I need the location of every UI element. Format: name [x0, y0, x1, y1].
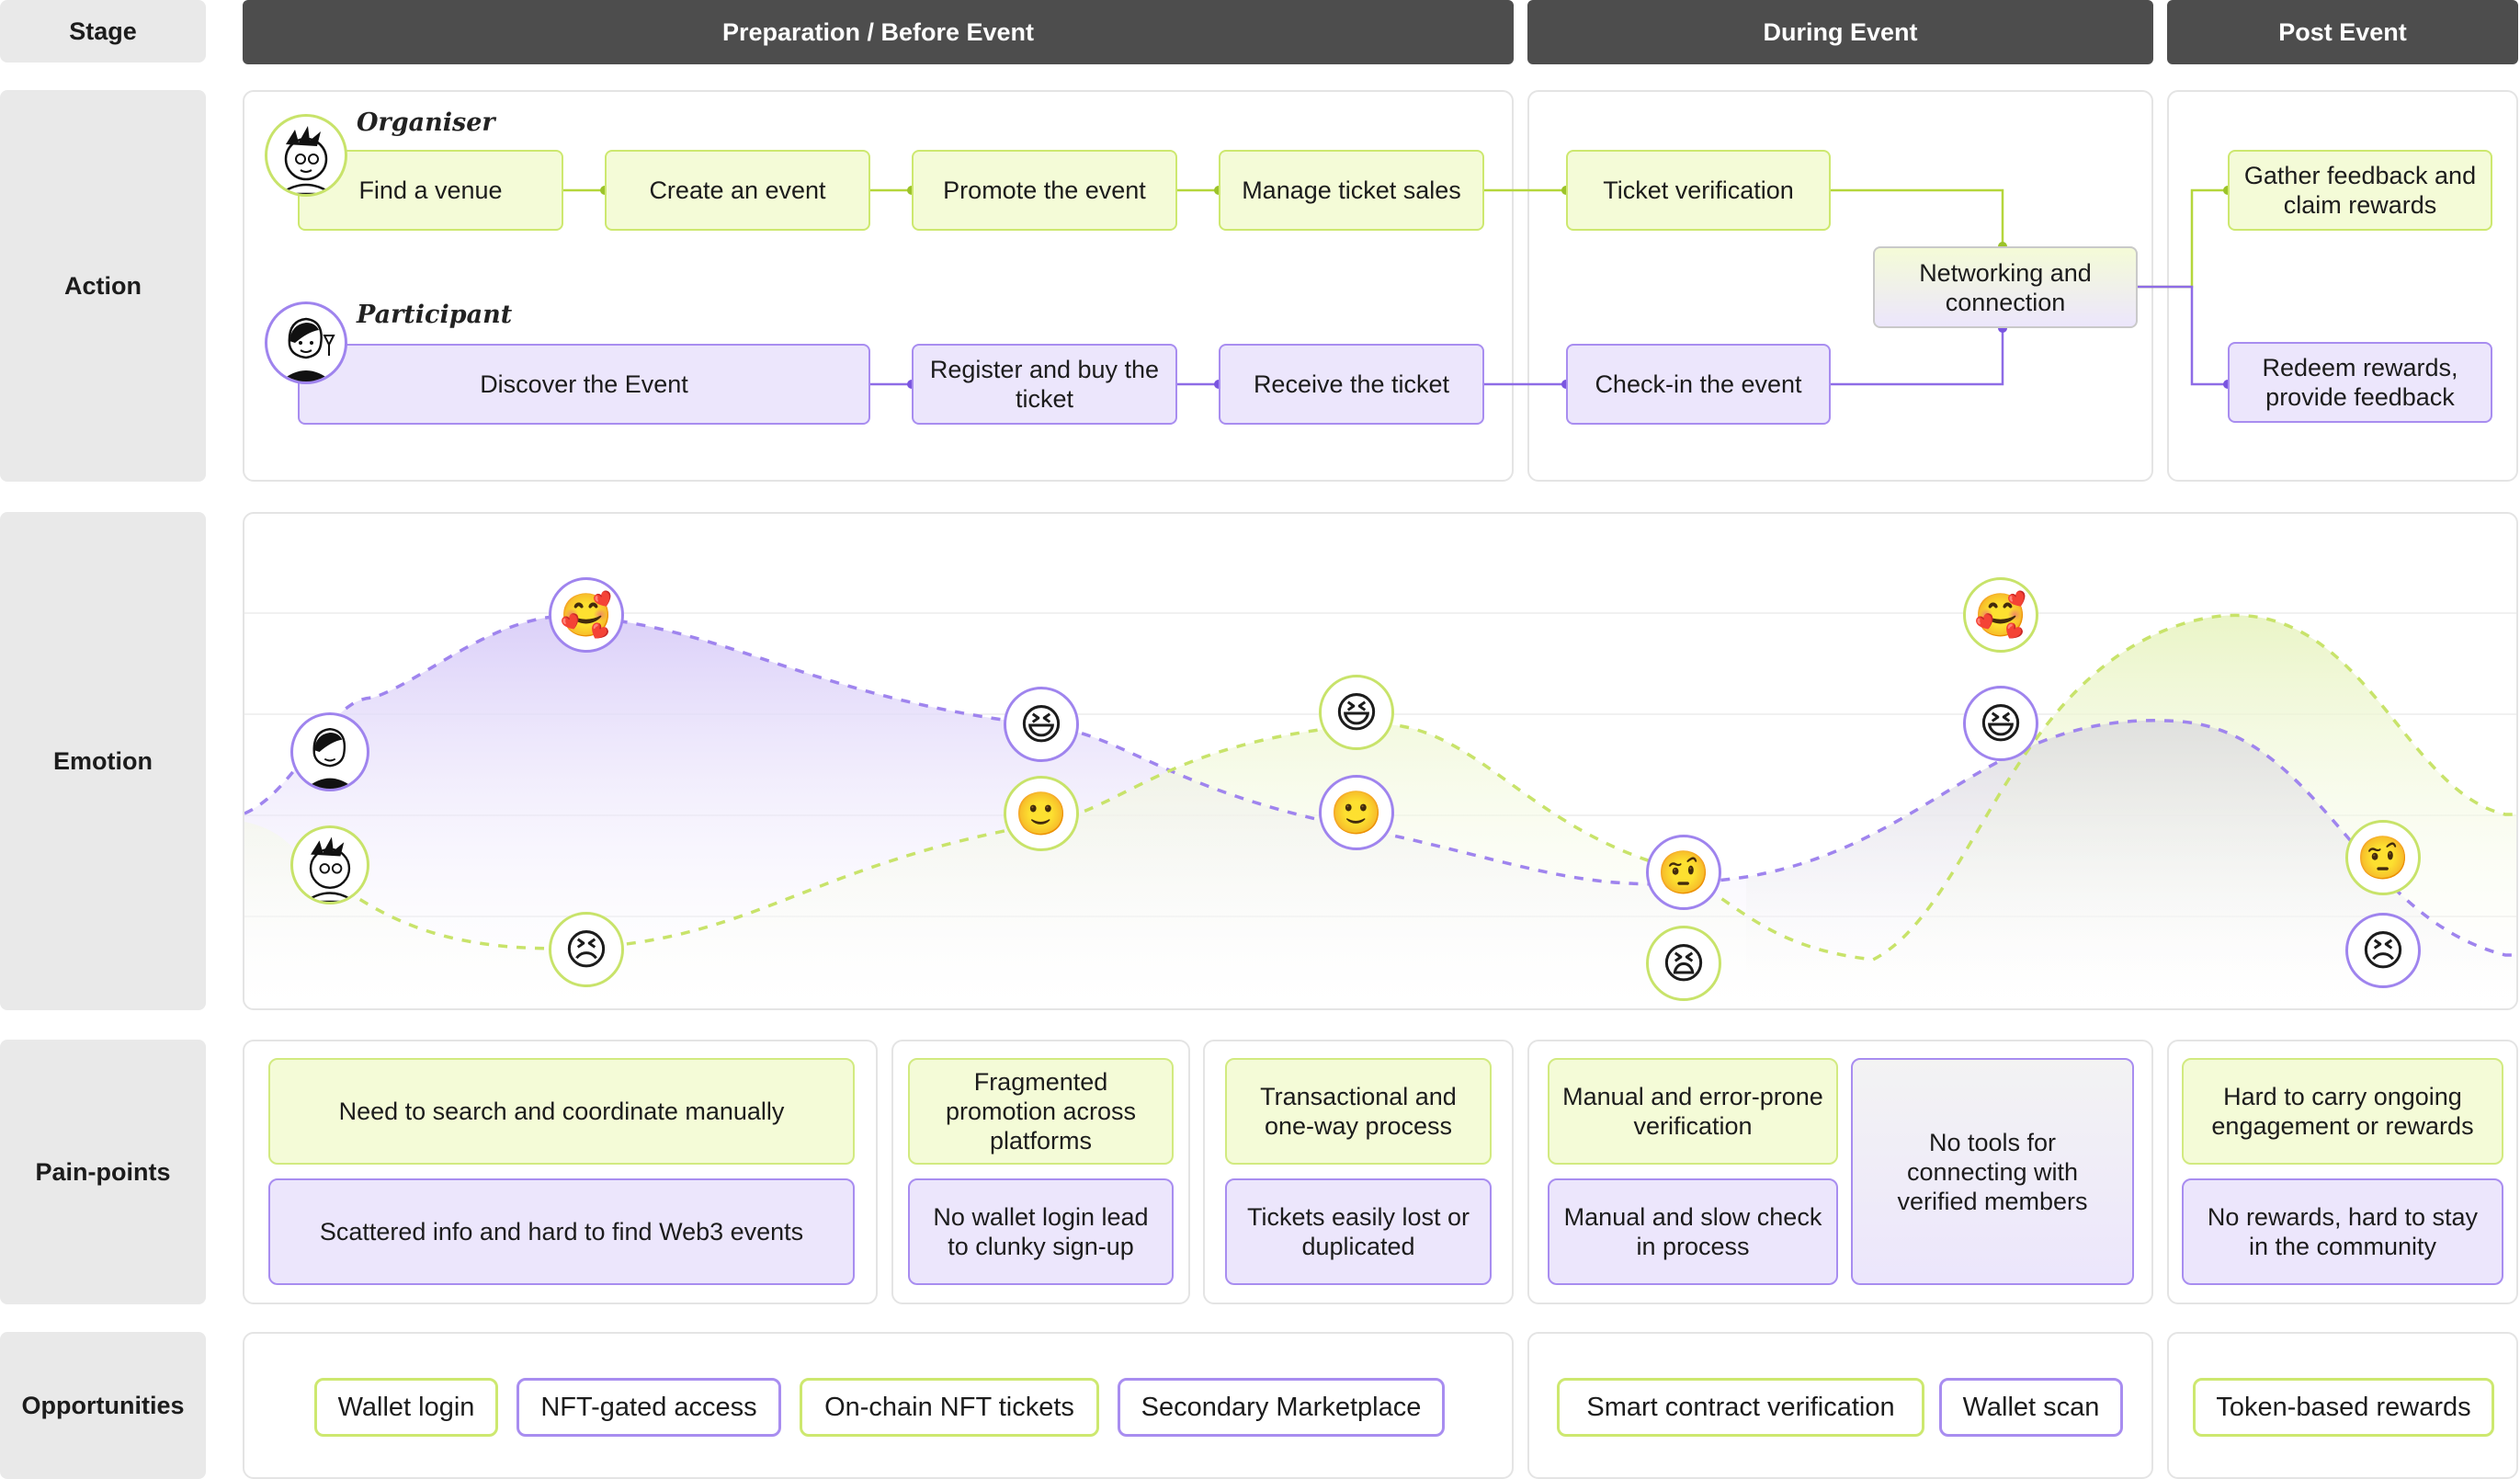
action-register-buy-ticket: Register and buy the ticket: [912, 344, 1177, 425]
pain-search-coordinate: Need to search and coordinate manually: [268, 1058, 855, 1165]
pain-no-wallet-login: No wallet login lead to clunky sign-up: [908, 1178, 1174, 1285]
opportunity-wallet-login: Wallet login: [314, 1378, 498, 1437]
action-check-in: Check-in the event: [1566, 344, 1831, 425]
opportunity-token-based-rewards: Token-based rewards: [2193, 1378, 2494, 1437]
stage-post: Post Event: [2167, 0, 2518, 64]
organiser-emotion-avatar: [290, 825, 369, 904]
emotion-participant-post: 😣: [2345, 913, 2421, 988]
action-gather-feedback: Gather feedback and claim rewards: [2228, 150, 2492, 231]
emotion-organiser-sales: 😆: [1319, 675, 1394, 750]
persona-label-participant: Participant: [357, 301, 513, 329]
emotion-participant-networking: 😆: [1963, 686, 2038, 761]
opportunity-wallet-scan: Wallet scan: [1939, 1378, 2123, 1437]
action-redeem-rewards: Redeem rewards, provide feedback: [2228, 342, 2492, 423]
emotion-participant-discover: 🥰: [549, 577, 624, 653]
action-networking: Networking and connection: [1873, 246, 2138, 328]
action-connectors: [563, 186, 2232, 389]
pain-manual-verification: Manual and error-prone verification: [1548, 1058, 1838, 1165]
organiser-avatar: [265, 114, 347, 197]
opportunity-nft-gated-access: NFT-gated access: [516, 1378, 781, 1437]
pain-ongoing-engagement: Hard to carry ongoing engagement or rewa…: [2182, 1058, 2503, 1165]
persona-label-organiser: Organiser: [357, 108, 495, 137]
action-promote-event: Promote the event: [912, 150, 1177, 231]
emotion-participant-checkin: 🤨: [1646, 835, 1721, 910]
stage-preparation: Preparation / Before Event: [243, 0, 1514, 64]
row-label-pain-points: Pain-points: [0, 1040, 206, 1304]
row-label-opportunities: Opportunities: [0, 1332, 206, 1479]
emotion-organiser-post: 🤨: [2345, 820, 2421, 895]
emotion-organiser-promote: 🙂: [1004, 776, 1079, 851]
action-receive-ticket: Receive the ticket: [1219, 344, 1484, 425]
pain-no-tools-connecting: No tools for connecting with verified me…: [1851, 1058, 2134, 1285]
opportunity-secondary-marketplace: Secondary Marketplace: [1118, 1378, 1445, 1437]
pain-slow-checkin: Manual and slow check in process: [1548, 1178, 1838, 1285]
pain-transactional: Transactional and one-way process: [1225, 1058, 1492, 1165]
stage-during: During Event: [1527, 0, 2153, 64]
emotion-participant-register: 😆: [1004, 687, 1079, 762]
pain-fragmented-promotion: Fragmented promotion across platforms: [908, 1058, 1174, 1165]
action-ticket-verification: Ticket verification: [1566, 150, 1831, 231]
action-discover-event: Discover the Event: [298, 344, 870, 425]
row-label-action: Action: [0, 90, 206, 482]
participant-emotion-avatar: [290, 712, 369, 791]
emotion-participant-receive: 🙂: [1319, 775, 1394, 850]
row-label-stage: Stage: [0, 0, 206, 63]
action-create-event: Create an event: [605, 150, 870, 231]
pain-no-rewards: No rewards, hard to stay in the communit…: [2182, 1178, 2503, 1285]
opportunity-onchain-nft-tickets: On-chain NFT tickets: [800, 1378, 1099, 1437]
emotion-organiser-venue: 😣: [549, 912, 624, 987]
emotion-organiser-verification: 😫: [1646, 926, 1721, 1001]
action-manage-ticket-sales: Manage ticket sales: [1219, 150, 1484, 231]
opportunity-smart-contract-verification: Smart contract verification: [1557, 1378, 1924, 1437]
pain-scattered-info: Scattered info and hard to find Web3 eve…: [268, 1178, 855, 1285]
pain-tickets-lost: Tickets easily lost or duplicated: [1225, 1178, 1492, 1285]
row-label-emotion: Emotion: [0, 512, 206, 1010]
emotion-organiser-networking: 🥰: [1963, 577, 2038, 653]
participant-avatar: [265, 301, 347, 384]
